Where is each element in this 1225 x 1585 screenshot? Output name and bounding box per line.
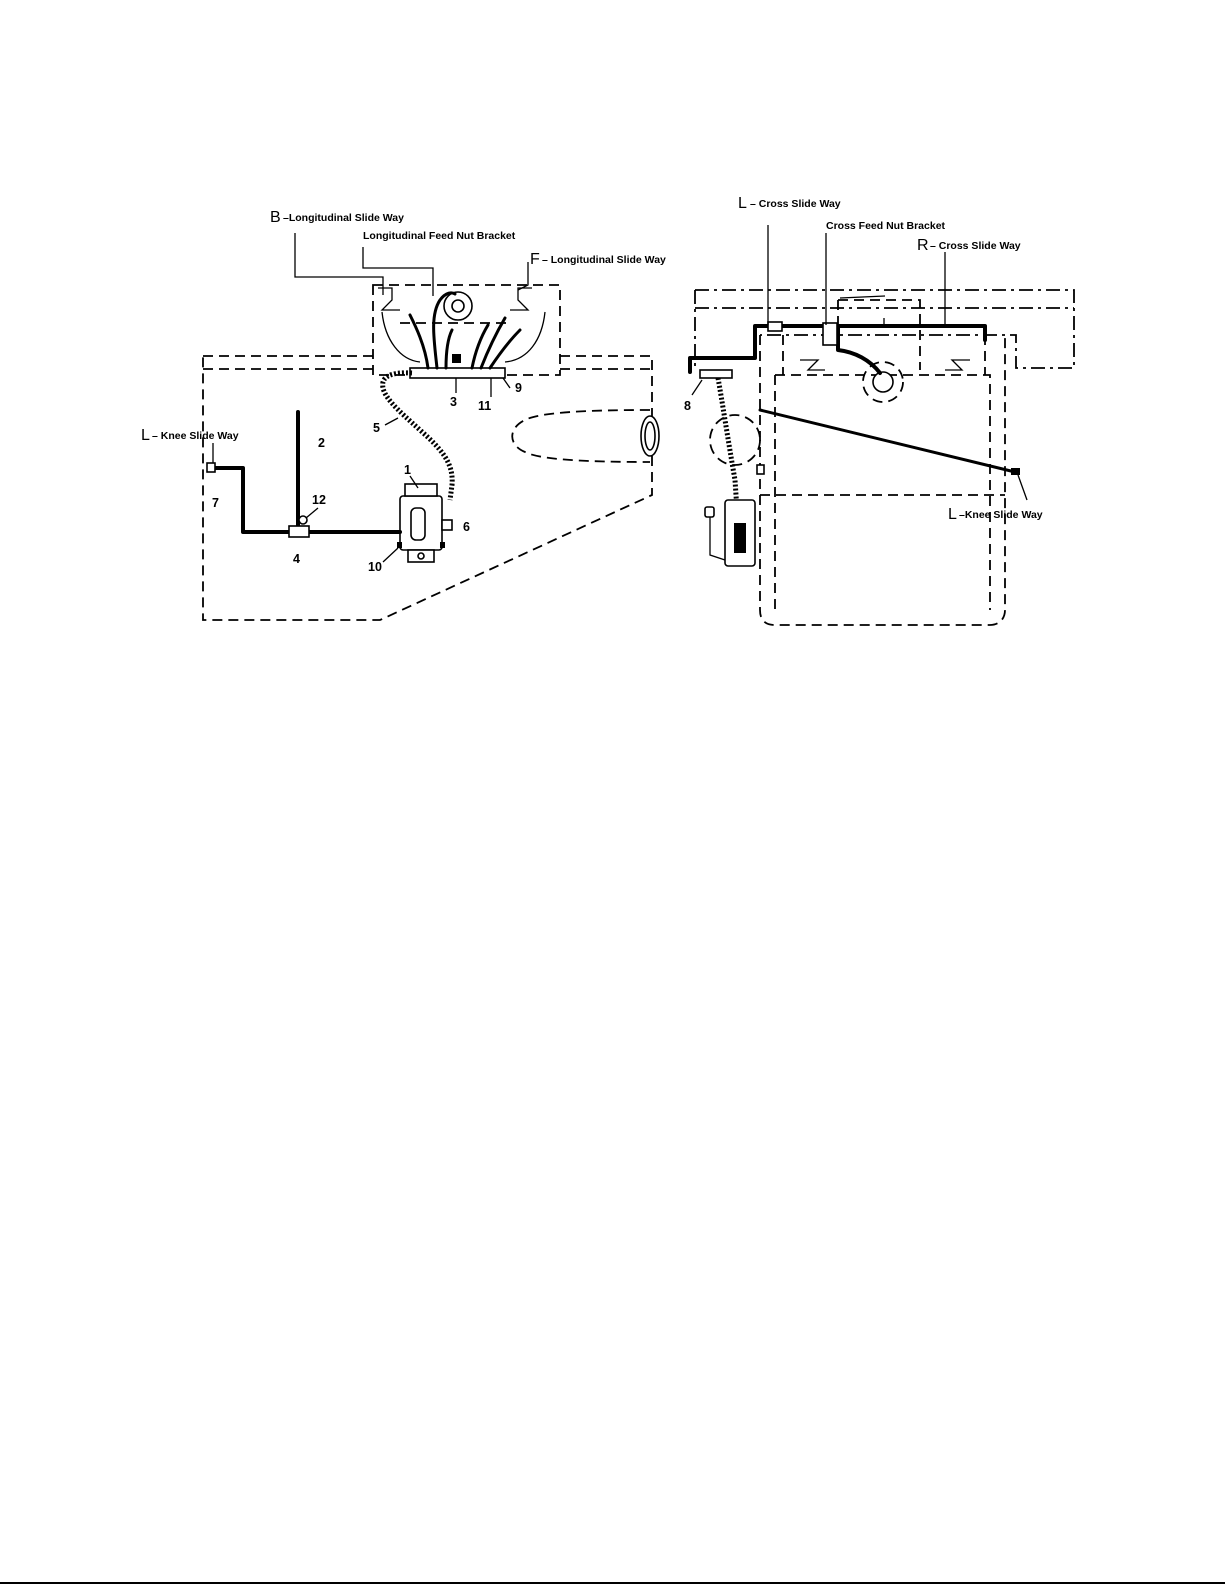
l-knee-slide-way-right-prefix: L: [948, 506, 957, 523]
l-knee-slide-way-prefix: L: [141, 427, 150, 444]
part-number-9: 9: [515, 381, 522, 395]
pump-window: [411, 508, 425, 540]
distributor-manifold: [410, 368, 505, 378]
page-bottom-rule: [0, 1582, 1225, 1584]
knee-side-fitting: [757, 465, 764, 474]
dovetail-left: [378, 288, 400, 310]
pump-foot-10-left: [397, 542, 402, 548]
right-pump-cap: [734, 523, 746, 553]
part-number-8: 8: [684, 399, 691, 413]
right-pump-handle-top: [705, 507, 714, 517]
part-number-1: 1: [404, 463, 411, 477]
knee-oil-line: [760, 410, 1015, 472]
cross-dovetail-left: [800, 360, 825, 370]
f-slide-way-prefix: F: [530, 251, 540, 268]
pump-cap: [405, 484, 437, 496]
right-pump-handle: [710, 515, 725, 560]
right-pulley: [710, 415, 760, 465]
feed-nut-bracket-inner: [452, 300, 464, 312]
tee-fitting-4: [289, 526, 309, 537]
fitting-7: [207, 463, 215, 472]
manifold-8: [700, 370, 732, 378]
manifold-block: [452, 354, 461, 363]
part-number-5: 5: [373, 421, 380, 435]
part-number-2: 2: [318, 436, 325, 450]
b-slide-way-prefix: B: [270, 209, 281, 226]
pump-fitting-6: [442, 520, 452, 530]
part-number-4: 4: [293, 552, 300, 566]
r-cross-slide-way-label: – Cross Slide Way: [930, 240, 1021, 252]
l-cross-slide-way-label: – Cross Slide Way: [750, 198, 841, 210]
f-slide-way-label: – Longitudinal Slide Way: [542, 254, 666, 266]
feed-shaft-oval: [512, 410, 650, 462]
cross-block-left: [768, 322, 782, 331]
leader-10: [383, 548, 398, 562]
b-slide-way-label: –Longitudinal Slide Way: [283, 212, 404, 224]
l-knee-slide-way-label: – Knee Slide Way: [152, 430, 239, 442]
part-number-10: 10: [368, 560, 382, 574]
cross-oil-branch: [838, 326, 880, 373]
pump-foot-right: [440, 542, 445, 548]
l-knee-slide-way-right-label: –Knee Slide Way: [959, 509, 1043, 521]
leader-9: [503, 378, 510, 388]
cross-dovetail-right: [945, 360, 970, 370]
leader-5: [385, 418, 398, 425]
r-cross-slide-way-prefix: R: [917, 237, 929, 254]
part-number-7: 7: [212, 496, 219, 510]
pump-knob: [418, 553, 424, 559]
oil-line-3: [446, 330, 452, 368]
oil-line-4: [472, 325, 488, 368]
knee-fitting: [1011, 468, 1020, 475]
cross-bracket-fitting: [823, 323, 837, 345]
cross-feed-nut-bracket-label: Cross Feed Nut Bracket: [826, 220, 946, 232]
right-view: [690, 225, 1074, 625]
saddle-inner: [775, 375, 990, 610]
leader-8: [692, 380, 702, 395]
leader-b-slide-way: [295, 233, 383, 295]
part-number-12: 12: [312, 493, 326, 507]
oil-line-5: [481, 318, 505, 368]
longitudinal-feed-nut-bracket-label: Longitudinal Feed Nut Bracket: [363, 230, 516, 242]
leader-knee-slide-way-right: [1018, 475, 1027, 500]
part-number-3: 3: [450, 395, 457, 409]
check-valve-12: [299, 516, 307, 524]
part-number-11: 11: [478, 399, 491, 413]
dovetail-right: [510, 288, 532, 310]
column-lines: [783, 335, 985, 375]
feed-shaft-end-inner: [645, 422, 655, 450]
cross-feed-nut-inner: [873, 372, 893, 392]
saddle-curve-left: [382, 312, 420, 362]
l-cross-slide-way-prefix: L: [738, 195, 747, 212]
leader-12: [306, 508, 318, 518]
flexible-hose-5: [383, 373, 453, 500]
saddle-curve-right: [505, 312, 545, 362]
left-view: [203, 233, 659, 620]
part-number-6: 6: [463, 520, 470, 534]
